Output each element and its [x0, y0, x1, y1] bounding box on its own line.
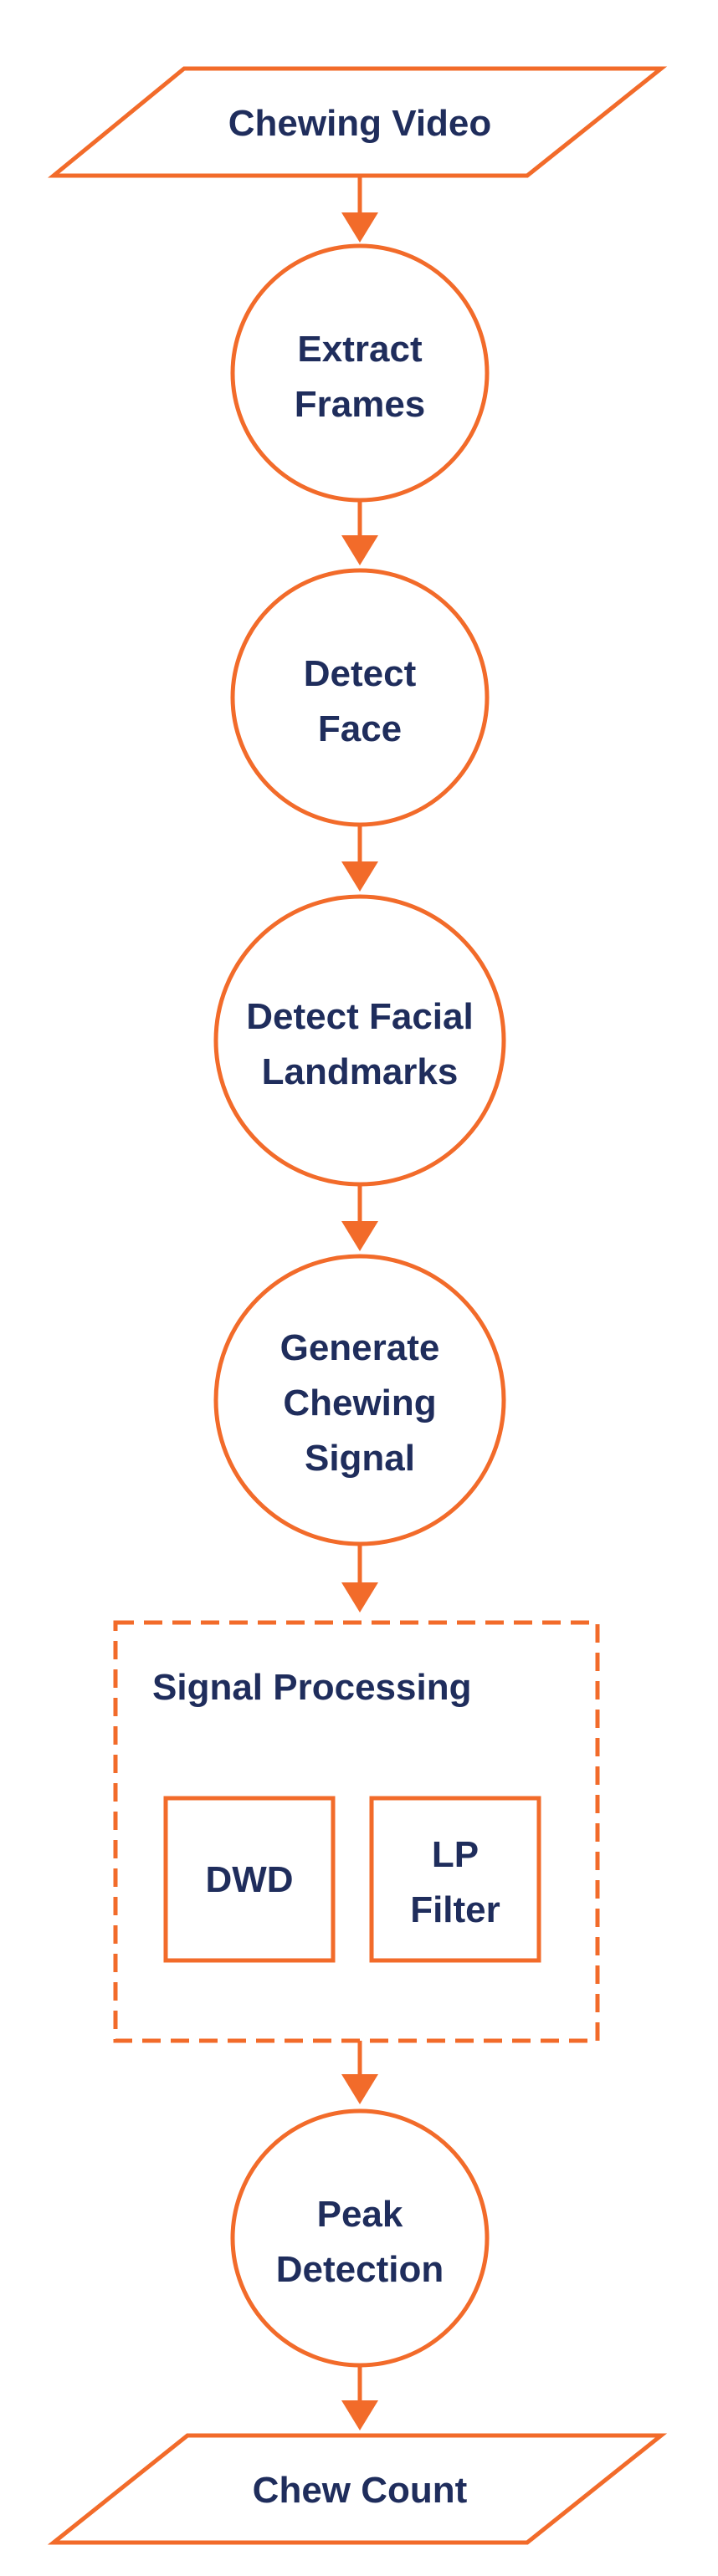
- output-parallelogram: [47, 2433, 668, 2545]
- signal-processing-title: Signal Processing: [152, 1667, 471, 1708]
- edge-input-to-extract-frames: [341, 177, 378, 243]
- detect-landmarks-node: Detect Facial Landmarks: [213, 894, 506, 1187]
- extract-frames-node: Extract Frames: [230, 243, 490, 503]
- detect-face-circle: [230, 568, 490, 827]
- input-label: Chewing Video: [228, 103, 492, 144]
- detect-landmarks-label-line2: Landmarks: [262, 1051, 459, 1092]
- lp-filter-label-line1: LP: [432, 1834, 479, 1875]
- detect-landmarks-circle: [213, 894, 506, 1187]
- peak-detection-circle: [230, 2108, 490, 2368]
- edge-extract-frames-to-detect-face: [341, 500, 378, 565]
- input-node: Chewing Video: [48, 66, 668, 178]
- edge-detect-face-to-landmarks: [341, 825, 378, 892]
- generate-signal-label-line2: Chewing: [283, 1383, 436, 1423]
- detect-face-node: Detect Face: [230, 568, 490, 827]
- signal-processing-dashed-border: [113, 1620, 600, 2043]
- lp-filter-box: [369, 1796, 541, 1963]
- peak-detection-node: Peak Detection: [230, 2108, 490, 2368]
- detect-face-label-line2: Face: [318, 708, 402, 749]
- signal-processing-group: Signal Processing DWD LP Filter: [113, 1620, 600, 2043]
- detect-landmarks-label-line1: Detect Facial: [246, 996, 473, 1037]
- generate-signal-label-line1: Generate: [280, 1327, 440, 1368]
- input-parallelogram: [48, 66, 668, 178]
- extract-frames-label-line1: Extract: [297, 329, 423, 370]
- generate-signal-label-line3: Signal: [305, 1438, 415, 1479]
- edge-processing-to-peak-detection: [341, 2041, 378, 2104]
- edge-generate-signal-to-processing: [341, 1544, 378, 1613]
- dwd-box: [163, 1796, 336, 1963]
- lp-filter-label-line2: Filter: [410, 1889, 500, 1930]
- generate-signal-node: Generate Chewing Signal: [213, 1254, 506, 1546]
- generate-signal-circle: [213, 1254, 506, 1546]
- extract-frames-circle: [230, 243, 490, 503]
- dwd-label: DWD: [205, 1859, 293, 1900]
- output-label: Chew Count: [253, 2470, 468, 2511]
- peak-detection-label-line2: Detection: [276, 2249, 444, 2290]
- dwd-node: DWD: [163, 1796, 336, 1963]
- lp-filter-node: LP Filter: [369, 1796, 541, 1963]
- extract-frames-label-line2: Frames: [295, 384, 426, 425]
- output-node: Chew Count: [47, 2433, 668, 2545]
- detect-face-label-line1: Detect: [304, 653, 417, 694]
- edge-peak-detection-to-output: [341, 2365, 378, 2430]
- peak-detection-label-line1: Peak: [317, 2194, 403, 2235]
- edge-landmarks-to-generate-signal: [341, 1184, 378, 1251]
